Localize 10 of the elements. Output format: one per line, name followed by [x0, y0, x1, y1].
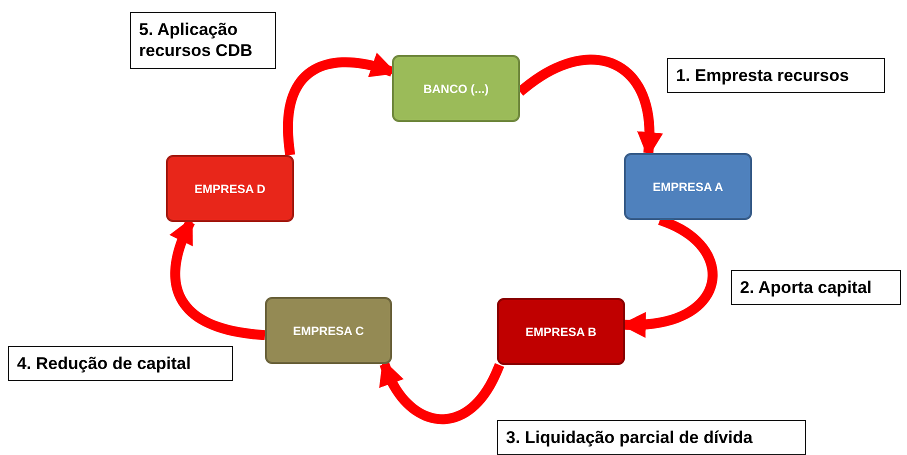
company-box: EMPRESA A	[624, 153, 752, 220]
company-box: EMPRESA D	[166, 155, 294, 222]
edge-label: 3. Liquidação parcial de dívida	[497, 420, 806, 455]
edge-label: 5. Aplicação recursos CDB	[130, 12, 276, 68]
edge-label: 4. Redução de capital	[8, 346, 233, 382]
company-box: EMPRESA C	[265, 297, 392, 364]
company-box: BANCO (...)	[392, 55, 520, 122]
company-box: EMPRESA B	[497, 298, 625, 365]
edge-label: 1. Empresta recursos	[667, 58, 885, 94]
edge-label: 2. Aporta capital	[731, 270, 901, 306]
